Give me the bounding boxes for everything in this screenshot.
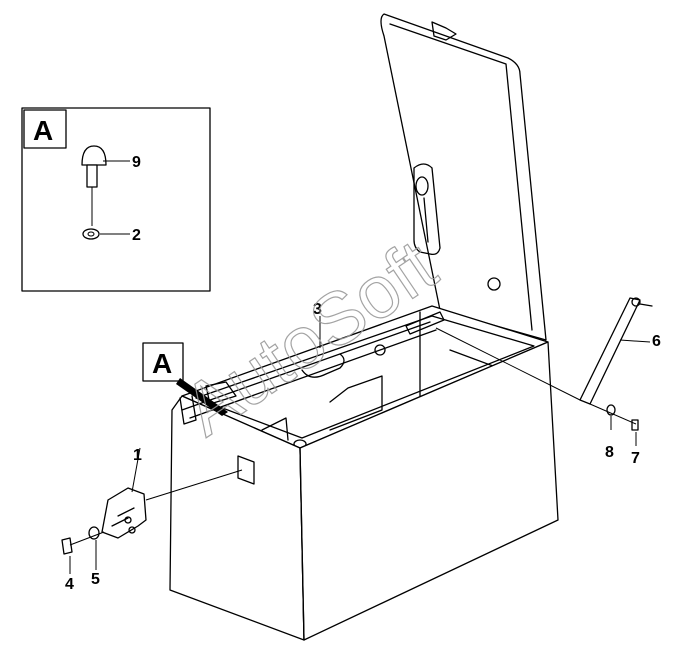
rod-screw-part: [631, 419, 639, 431]
washer-part: [88, 526, 100, 540]
box-front: [169, 395, 305, 641]
callout-6: 6: [652, 333, 661, 350]
box-lid: [380, 13, 547, 341]
callout-2: 2: [132, 227, 141, 244]
callout-7: 7: [631, 450, 640, 467]
callout-3: 3: [313, 301, 322, 318]
callout-8: 8: [605, 444, 614, 461]
view-marker-box: [142, 342, 184, 382]
latch-assembly: [61, 447, 243, 574]
support-rod-assembly: [435, 297, 653, 446]
detail-view-a: A 9 2: [21, 107, 211, 292]
detail-label-box: [23, 109, 67, 149]
knob-part: [81, 145, 107, 226]
bolt-part: [61, 537, 73, 555]
detail-frame: [21, 107, 211, 292]
nut-part: [82, 228, 100, 240]
view-marker-a: A: [142, 342, 228, 416]
support-rod-part: [579, 297, 641, 405]
view-arrow: [176, 378, 228, 416]
callout-4: 4: [65, 576, 74, 593]
callout-1: 1: [133, 447, 142, 464]
callout-5: 5: [91, 571, 100, 588]
view-marker-label: A: [152, 348, 172, 379]
detail-label: A: [33, 115, 53, 146]
callout-9: 9: [132, 154, 141, 171]
battery-box: [169, 13, 559, 641]
